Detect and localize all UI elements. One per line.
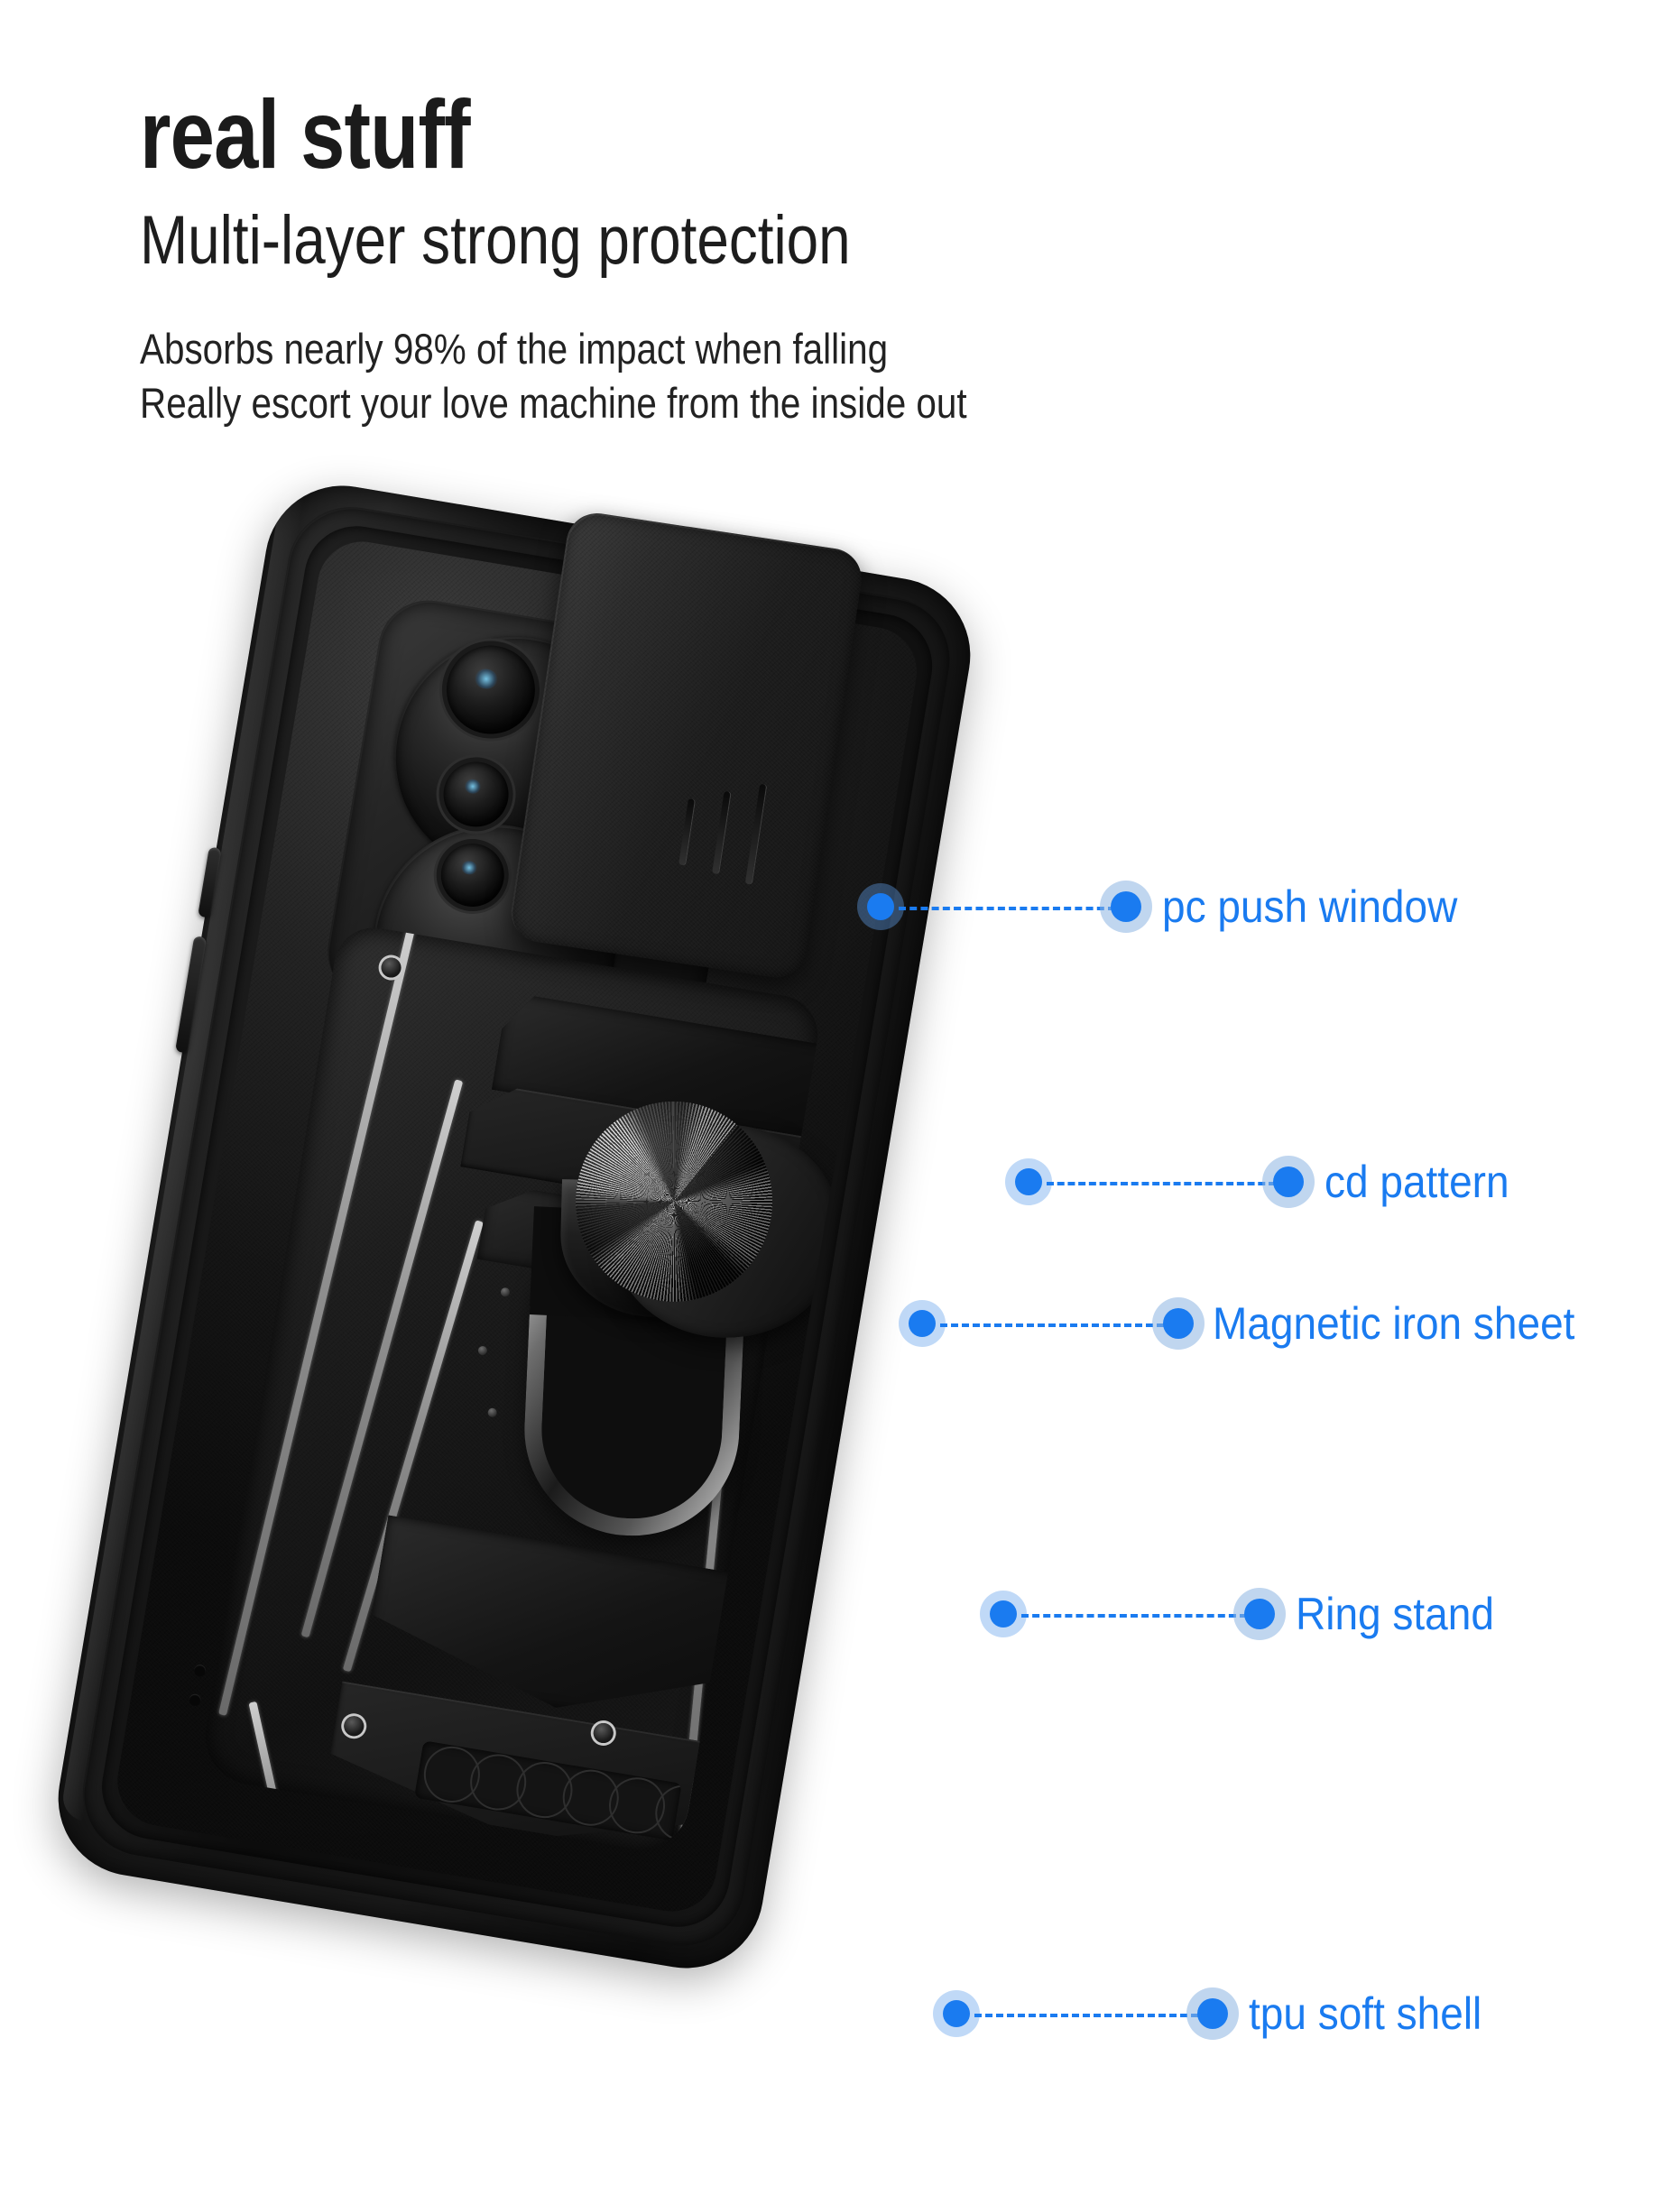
callout-label-magnetic-iron-sheet: Magnetic iron sheet xyxy=(1213,1298,1575,1349)
callout-target-dot xyxy=(1273,1167,1304,1197)
callout-target-dot xyxy=(1244,1599,1275,1629)
callout-leader-line xyxy=(1021,1614,1247,1618)
callout-label-tpu-soft-shell: tpu soft shell xyxy=(1249,1988,1482,2039)
callout-leader-line xyxy=(974,2014,1198,2017)
callout-target-dot xyxy=(1111,891,1141,922)
callout-leader-line xyxy=(1047,1182,1276,1185)
description-block: Absorbs nearly 98% of the impact when fa… xyxy=(140,322,1493,430)
product-image-stage xyxy=(0,474,1680,2201)
page-title: real stuff xyxy=(140,79,471,189)
callout-label-pc-push-window: pc push window xyxy=(1162,881,1458,932)
page-subtitle: Multi-layer strong protection xyxy=(140,202,851,279)
callout-anchor-dot xyxy=(1015,1168,1042,1195)
callout-target-dot xyxy=(1197,1998,1228,2029)
callout-anchor-dot xyxy=(990,1600,1017,1628)
callout-anchor-dot xyxy=(909,1310,936,1337)
callout-target-dot xyxy=(1163,1308,1194,1339)
callout-anchor-dot xyxy=(867,893,894,920)
callout-label-cd-pattern: cd pattern xyxy=(1325,1157,1509,1207)
camera-slider-cover[interactable] xyxy=(507,509,866,982)
callout-label-ring-stand: Ring stand xyxy=(1296,1589,1494,1639)
callout-anchor-dot xyxy=(943,2000,970,2027)
cd-texture-disc xyxy=(575,1100,774,1303)
description-line-1: Absorbs nearly 98% of the impact when fa… xyxy=(140,324,889,373)
callout-leader-line xyxy=(940,1323,1164,1327)
header-text-block: real stuff Multi-layer strong protection… xyxy=(140,86,1493,430)
callout-leader-line xyxy=(899,907,1115,910)
phone-case xyxy=(46,474,983,1980)
description-line-2: Really escort your love machine from the… xyxy=(140,378,967,427)
slider-grip-ridges xyxy=(675,771,807,904)
